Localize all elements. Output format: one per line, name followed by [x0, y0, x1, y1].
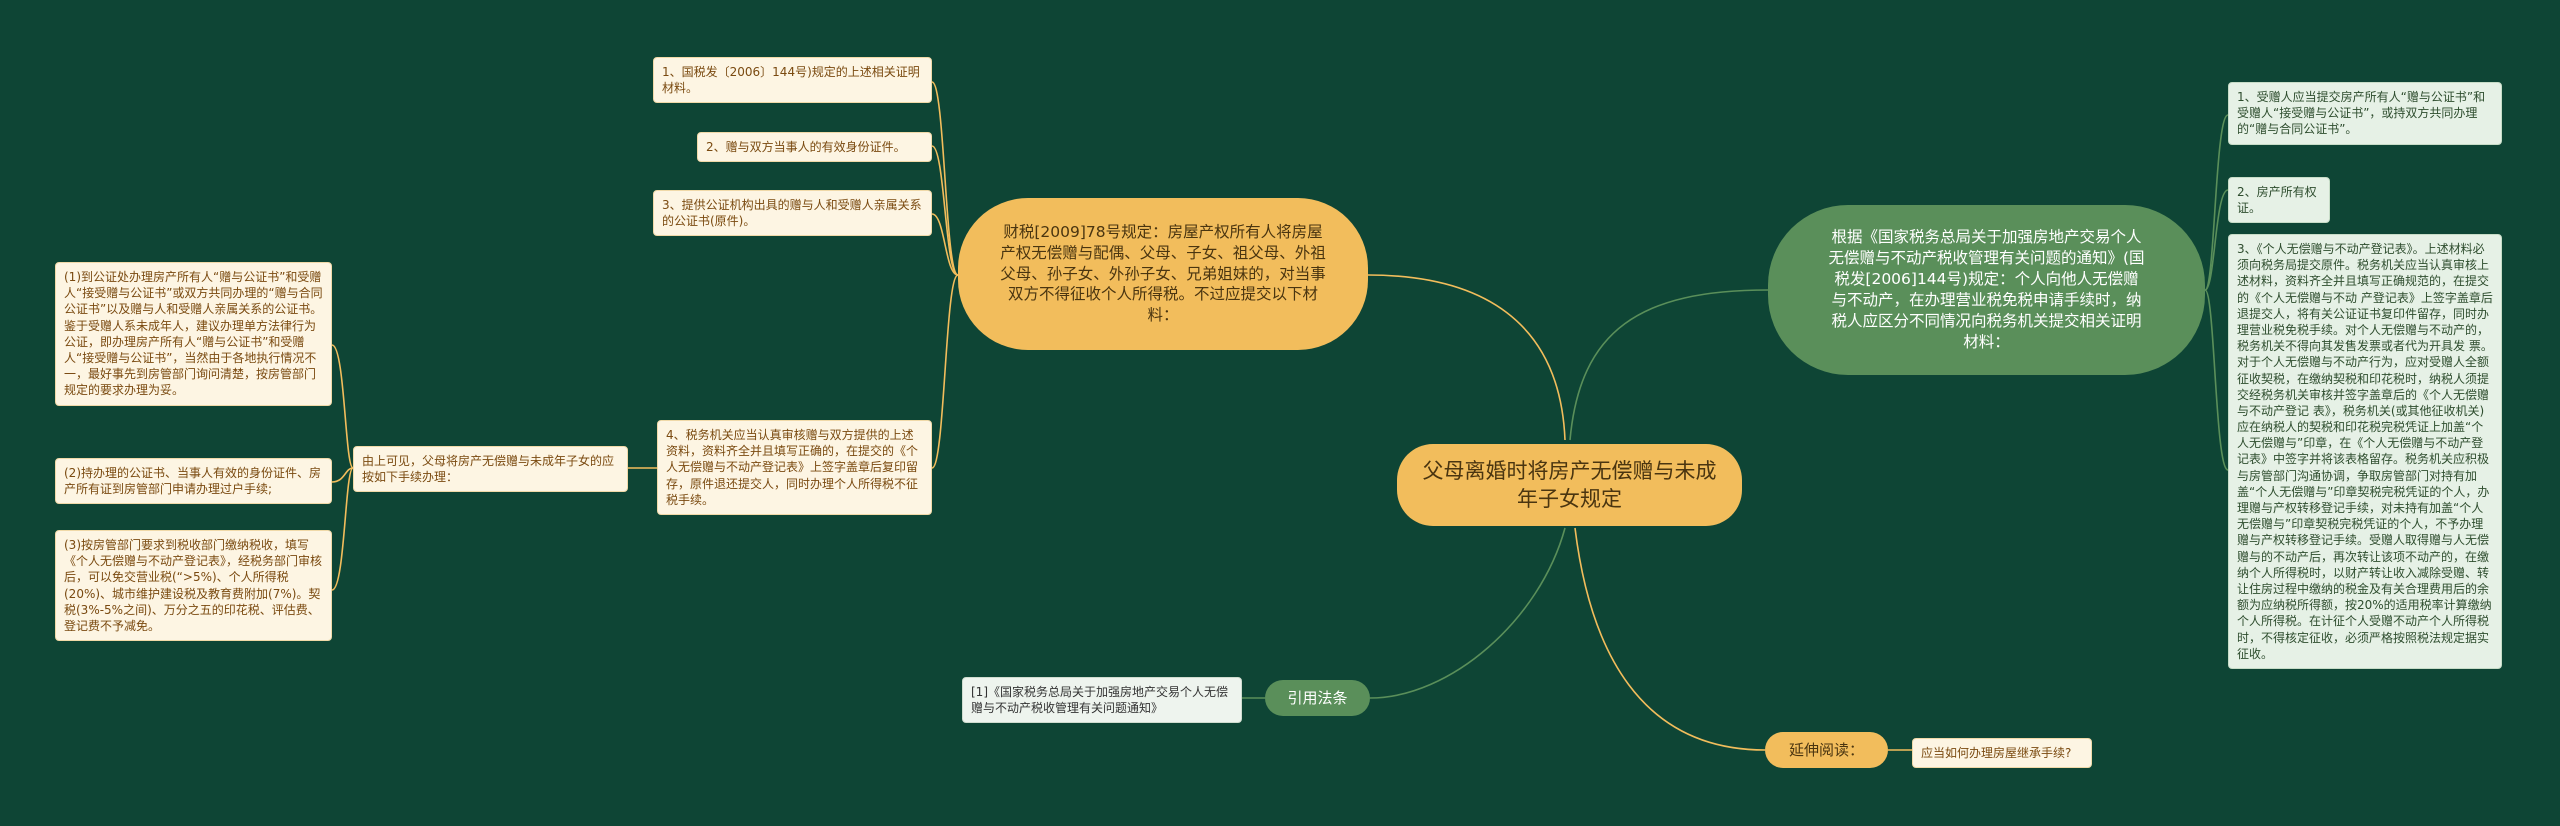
sub-item-3[interactable]: (3)按房管部门要求到税收部门缴纳税收，填写《个人无偿赠与不动产登记表》，经税务…: [55, 530, 332, 642]
branch-right-top[interactable]: 根据《国家税务总局关于加强房地产交易个人无偿赠与不动产税收管理有关问题的通知》(…: [1768, 205, 2205, 375]
root-title: 父母离婚时将房产无偿赠与未成年子女规定: [1422, 458, 1717, 511]
left-item-1[interactable]: 1、国税发〔2006〕144号)规定的上述相关证明材料。: [653, 57, 932, 104]
root-topic[interactable]: 父母离婚时将房产无偿赠与未成年子女规定: [1397, 444, 1742, 526]
extended-item-1[interactable]: 应当如何办理房屋继承手续?: [1912, 738, 2092, 769]
sub-item-2[interactable]: (2)持办理的公证书、当事人有效的身份证件、房产所有证到房管部门申请办理过户手续…: [55, 458, 332, 505]
extended-branch[interactable]: 延伸阅读：: [1765, 732, 1888, 768]
sub-item-1[interactable]: (1)到公证处办理房产所有人“赠与公证书”和受赠人“接受赠与公证书”或双方共同办…: [55, 262, 332, 406]
left-item-3[interactable]: 3、提供公证机构出具的赠与人和受赠人亲属关系的公证书(原件)。: [653, 190, 932, 237]
citation-item-1[interactable]: [1]《国家税务总局关于加强房地产交易个人无偿赠与不动产税收管理有关问题通知》: [962, 677, 1242, 724]
branch-left-top-text: 财税[2009]78号规定：房屋产权所有人将房屋产权无偿赠与配偶、父母、子女、祖…: [1000, 222, 1326, 325]
citation-branch[interactable]: 引用法条: [1265, 680, 1370, 716]
branch-right-top-text: 根据《国家税务总局关于加强房地产交易个人无偿赠与不动产税收管理有关问题的通知》(…: [1828, 228, 2145, 351]
link-root-left-top: [1367, 274, 1566, 441]
link-root-right-top: [1569, 289, 1769, 441]
right-item-2[interactable]: 2、房产所有权证。: [2228, 177, 2330, 224]
right-item-1[interactable]: 1、受赠人应当提交房产所有人“赠与公证书”和受赠人“接受赠与公证书”，或持双方共…: [2228, 82, 2502, 145]
branch-left-top[interactable]: 财税[2009]78号规定：房屋产权所有人将房屋产权无偿赠与配偶、父母、子女、祖…: [958, 198, 1368, 350]
right-item-3[interactable]: 3、《个人无偿赠与不动产登记表》。上述材料必须向税务局提交原件。税务机关应当认真…: [2228, 234, 2502, 669]
link-root-extended: [1574, 527, 1766, 751]
left-item-4[interactable]: 4、税务机关应当认真审核赠与双方提供的上述资料，资料齐全并且填写正确的，在提交的…: [657, 420, 932, 515]
link-root-citation: [1369, 527, 1566, 699]
left-item-2[interactable]: 2、赠与双方当事人的有效身份证件。: [697, 132, 932, 163]
sub-branch[interactable]: 由上可见，父母将房产无偿赠与未成年子女的应按如下手续办理：: [353, 446, 628, 493]
